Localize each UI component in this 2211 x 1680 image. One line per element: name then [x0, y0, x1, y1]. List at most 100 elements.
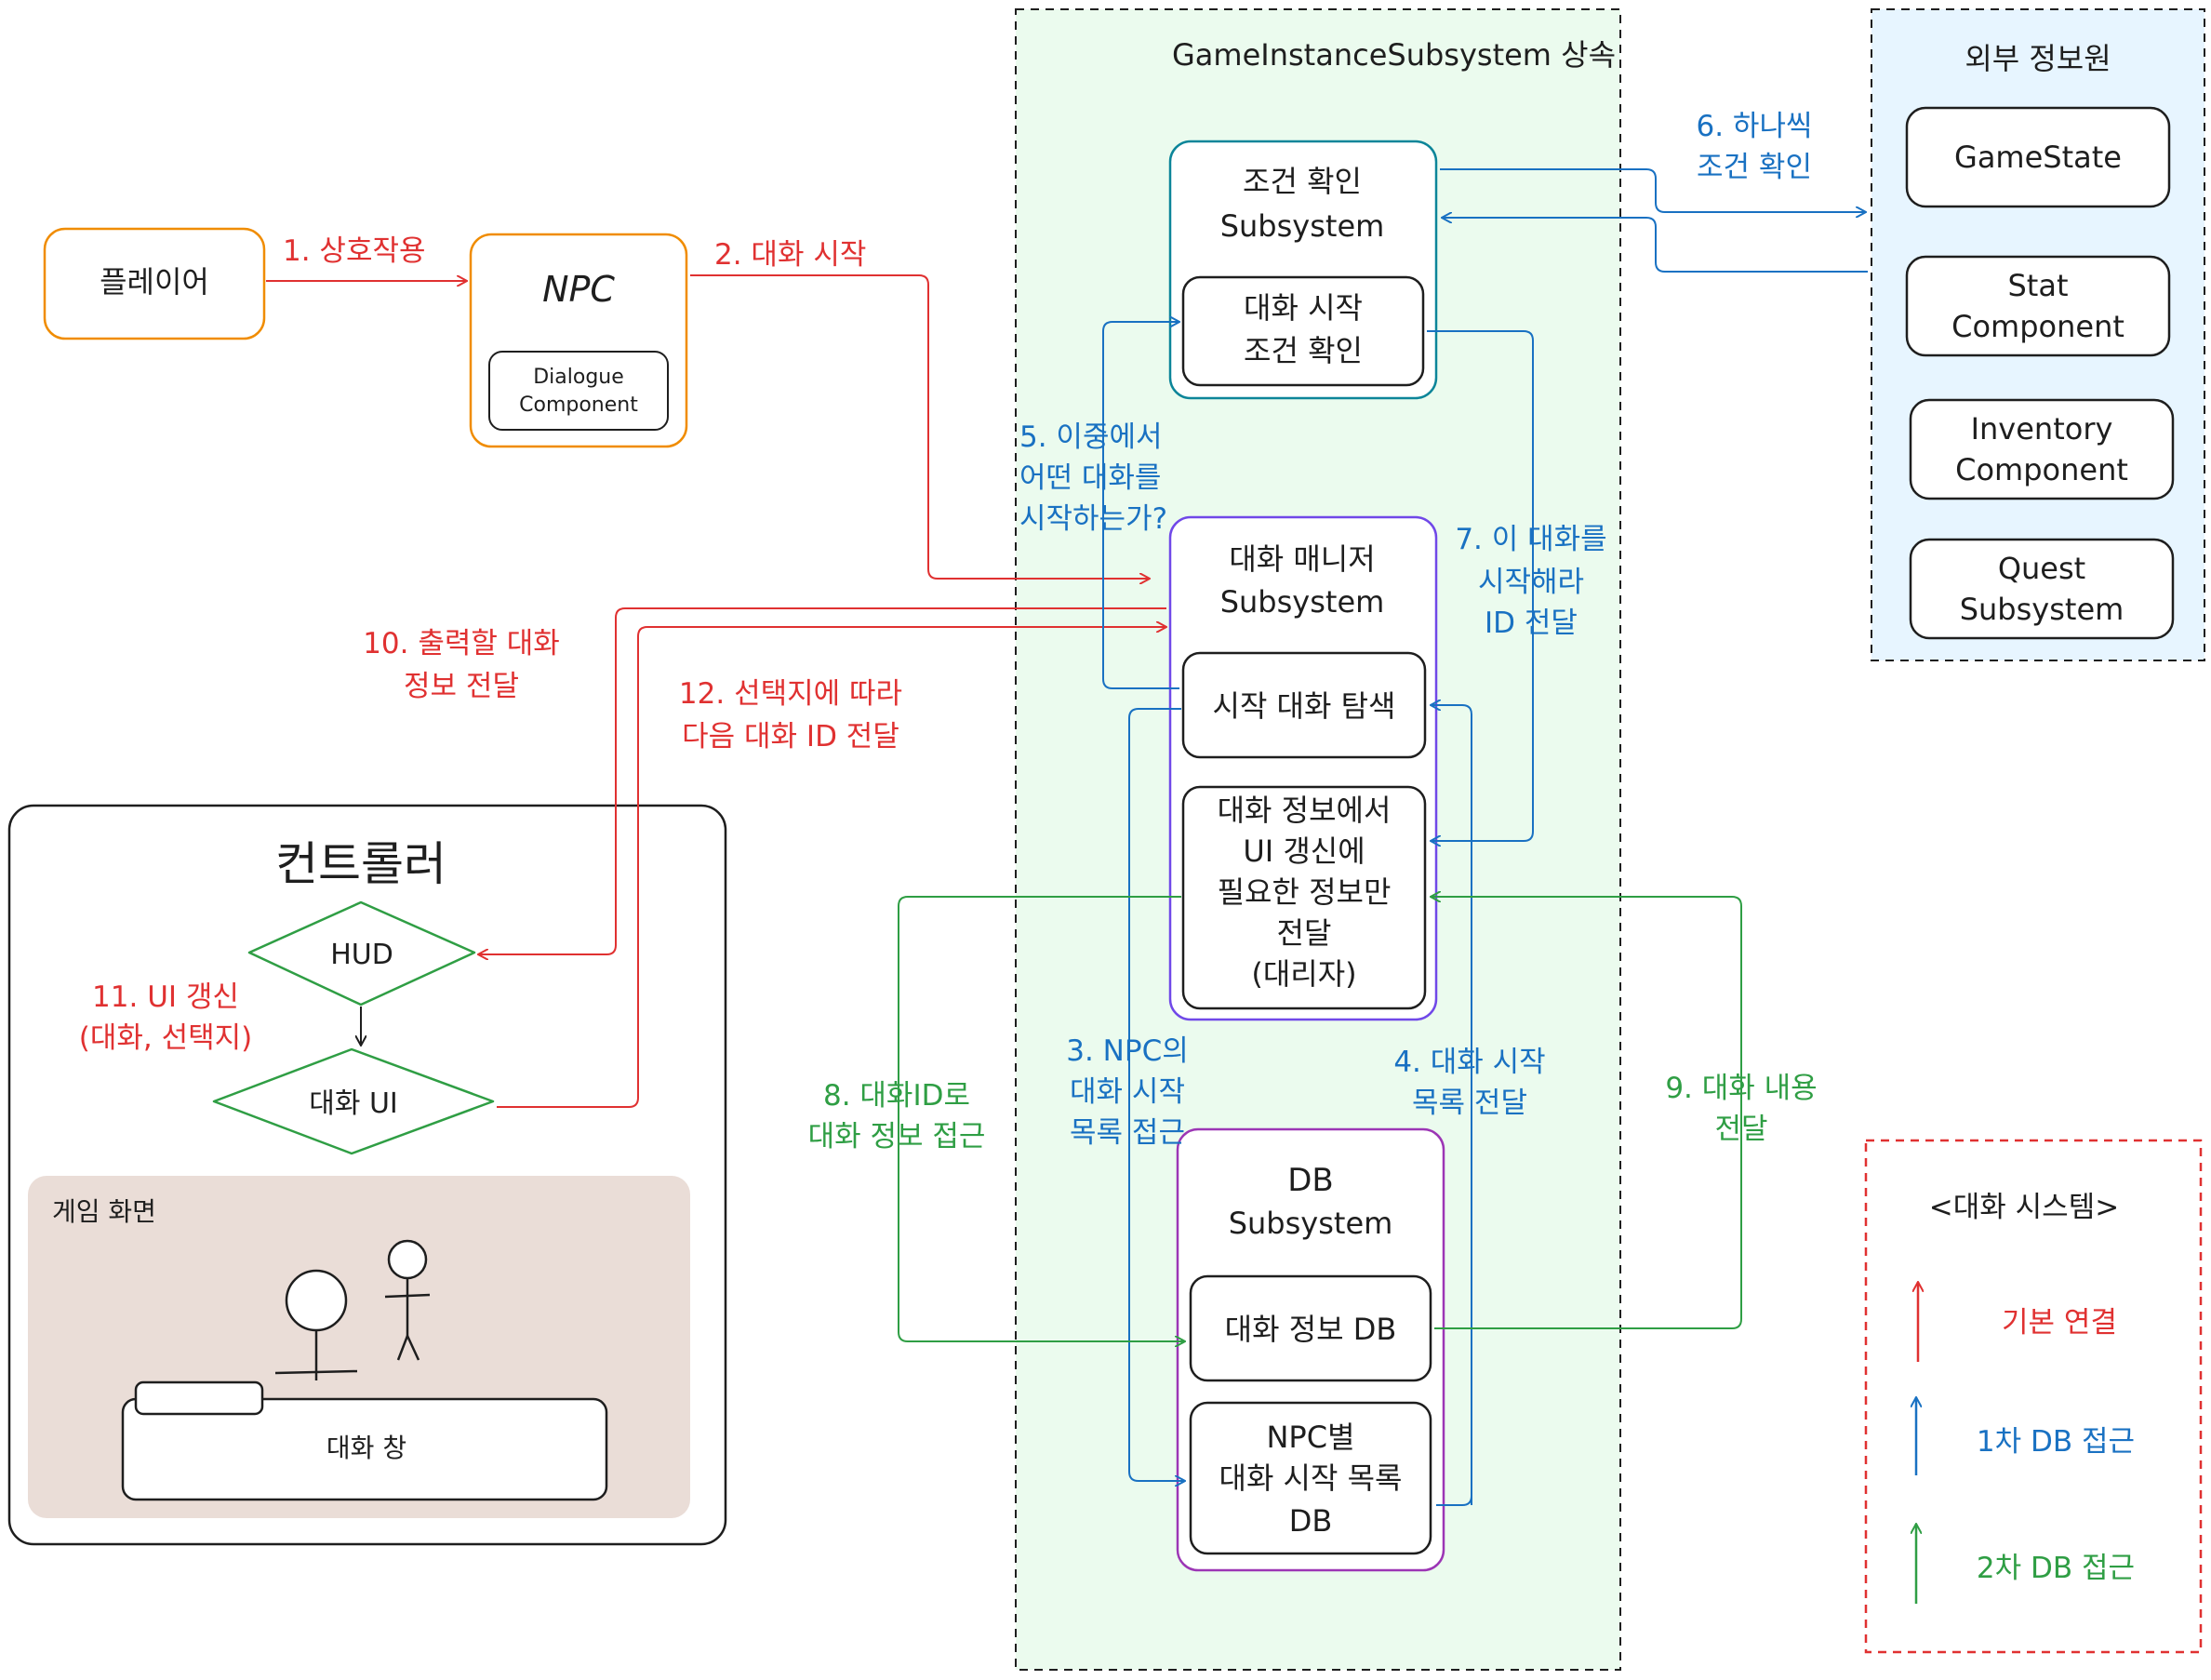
external-item-inventory-line1: Inventory — [1971, 411, 2113, 447]
basic-arrows — [266, 274, 1166, 1108]
manager-delegate-line4: 전달 — [1277, 915, 1332, 951]
npc-component-line2: Component — [519, 393, 638, 417]
dialogue-ui-node: 대화 UI — [212, 1047, 495, 1155]
arrow-condition-to-external — [1440, 168, 1866, 212]
legend-second: 2차 DB 접근 — [1916, 1524, 2135, 1604]
legend-title: <대화 시스템> — [1929, 1191, 2119, 1224]
first-db-arrows — [1102, 168, 1868, 1506]
arrow-manager-to-hud — [478, 607, 1166, 954]
step-3-line1: 3. NPC의 — [1066, 1034, 1188, 1068]
external-item-quest-line1: Quest — [1998, 551, 2085, 586]
player-node: 플레이어 — [43, 227, 266, 340]
game-screen-label: 게임 화면 — [52, 1196, 156, 1227]
db-start-line1: NPC별 — [1266, 1420, 1354, 1455]
step-12-line2: 다음 대화 ID 전달 — [682, 720, 899, 753]
legend-first-label: 1차 DB 접근 — [1977, 1425, 2135, 1459]
step-11-line2: (대화, 선택지) — [79, 1021, 253, 1055]
step-6-line1: 6. 하나씩 — [1697, 110, 1813, 143]
step-5-line2: 어떤 대화를 — [1019, 461, 1161, 495]
db-title-line2: Subsystem — [1229, 1206, 1393, 1241]
arrow-infodb-to-delegate — [1431, 897, 1742, 1329]
arrow-delegate-to-infodb — [898, 896, 1185, 1341]
external-item-stat: Stat Component — [1905, 255, 2171, 357]
step-11-line1: 11. UI 갱신 — [92, 980, 239, 1014]
external-group-title: 외부 정보원 — [1965, 41, 2111, 76]
controller-title: 컨트롤러 — [275, 837, 446, 891]
step-8-line1: 8. 대화ID로 — [823, 1079, 970, 1113]
npc-title: NPC — [542, 269, 615, 310]
legend-basic-label: 기본 연결 — [2002, 1306, 2117, 1340]
step-6-line2: 조건 확인 — [1697, 151, 1812, 184]
npc-node: NPC Dialogue Component — [469, 233, 688, 448]
step-7-line1: 7. 이 대화를 — [1455, 523, 1606, 556]
condition-title-line1: 조건 확인 — [1243, 164, 1362, 199]
manager-delegate-line2: UI 갱신에 — [1243, 833, 1365, 869]
step-9-line2: 전달 — [1714, 1113, 1767, 1146]
arrow-search-to-condition — [1102, 322, 1179, 689]
person-figure — [274, 1239, 431, 1380]
step-10-line2: 정보 전달 — [404, 670, 519, 703]
hud-node: HUD — [247, 900, 476, 1007]
legend: <대화 시스템> 기본 연결 1차 DB 접근 2차 DB 접근 — [1864, 1139, 2203, 1654]
step-10-line1: 10. 출력할 대화 — [363, 627, 560, 660]
arrow-startdb-to-search — [1431, 705, 1472, 1506]
step-5-line1: 5. 이중에서 — [1019, 420, 1163, 454]
step-7-line2: 시작해라 — [1478, 566, 1584, 599]
db-title-line1: DB — [1287, 1162, 1334, 1199]
arrow-npc-to-manager — [690, 274, 1150, 579]
arrow-condition-to-delegate — [1427, 330, 1534, 841]
step-7-line3: ID 전달 — [1485, 607, 1578, 640]
db-subsystem: DB Subsystem 대화 정보 DB NPC별 대화 시작 목록 DB — [1176, 1127, 1445, 1572]
manager-subsystem: 대화 매니저 Subsystem 시작 대화 탐색 대화 정보에서 UI 갱신에… — [1168, 515, 1438, 1021]
npc-component-line1: Dialogue — [533, 366, 624, 389]
condition-inner-line1: 대화 시작 — [1244, 290, 1363, 326]
condition-subsystem: 조건 확인 Subsystem 대화 시작 조건 확인 — [1168, 140, 1438, 400]
condition-inner-line2: 조건 확인 — [1244, 333, 1363, 368]
second-db-arrows — [898, 896, 1742, 1341]
arrow-ui-to-manager — [497, 627, 1166, 1108]
arrow-search-to-startdb — [1128, 708, 1185, 1481]
step-2-label: 2. 대화 시작 — [714, 238, 866, 272]
dialogue-window: 대화 창 — [121, 1380, 608, 1501]
manager-search-label: 시작 대화 탐색 — [1213, 688, 1396, 724]
external-item-inventory-line2: Component — [1955, 452, 2128, 487]
legend-second-label: 2차 DB 접근 — [1977, 1552, 2135, 1585]
external-item-stat-line1: Stat — [2007, 268, 2068, 303]
arrow-external-to-condition — [1442, 218, 1868, 273]
hud-label: HUD — [330, 939, 393, 971]
legend-basic: 기본 연결 — [1918, 1282, 2117, 1362]
step-8-line2: 대화 정보 접근 — [808, 1120, 986, 1153]
db-start-line2: 대화 시작 목록 — [1219, 1460, 1403, 1496]
db-start-line3: DB — [1289, 1503, 1333, 1539]
external-item-gamestate: GameState — [1905, 106, 2171, 208]
external-item-quest: Quest Subsystem — [1909, 538, 2175, 640]
dialogue-window-label: 대화 창 — [326, 1433, 406, 1463]
external-item-inventory: Inventory Component — [1909, 398, 2175, 500]
step-4-line2: 목록 전달 — [1412, 1087, 1527, 1120]
external-item-quest-line2: Subsystem — [1960, 592, 2124, 627]
player-label: 플레이어 — [100, 264, 209, 300]
subsystem-group-title: GameInstanceSubsystem 상속 — [1172, 37, 1616, 73]
controller-panel: 컨트롤러 HUD 대화 UI 게임 화면 — [7, 804, 727, 1546]
step-9-line1: 9. 대화 내용 — [1665, 1072, 1817, 1105]
legend-first: 1차 DB 접근 — [1916, 1397, 2135, 1475]
external-item-gamestate-label: GameState — [1954, 140, 2122, 175]
manager-title-line1: 대화 매니저 — [1229, 541, 1375, 577]
step-labels: 1. 상호작용 2. 대화 시작 3. NPC의 대화 시작 목록 접근 4. … — [79, 110, 1818, 1153]
game-screen: 게임 화면 대화 창 — [28, 1176, 690, 1518]
step-3-line3: 목록 접근 — [1070, 1116, 1185, 1150]
db-info-label: 대화 정보 DB — [1225, 1312, 1397, 1347]
external-group: 외부 정보원 GameState Stat Component Inventor… — [1871, 8, 2205, 661]
manager-delegate-line1: 대화 정보에서 — [1218, 793, 1392, 828]
step-3-line2: 대화 시작 — [1070, 1075, 1185, 1109]
dialogue-ui-label: 대화 UI — [309, 1087, 398, 1120]
condition-title-line2: Subsystem — [1220, 208, 1385, 244]
step-1-label: 1. 상호작용 — [283, 234, 426, 268]
step-4-line1: 4. 대화 시작 — [1393, 1046, 1545, 1079]
step-5-line3: 시작하는가? — [1019, 502, 1167, 536]
external-item-stat-line2: Component — [1951, 309, 2124, 344]
manager-delegate-line5: (대리자) — [1251, 956, 1356, 992]
step-12-line1: 12. 선택지에 따라 — [679, 677, 902, 711]
manager-title-line2: Subsystem — [1220, 584, 1385, 620]
